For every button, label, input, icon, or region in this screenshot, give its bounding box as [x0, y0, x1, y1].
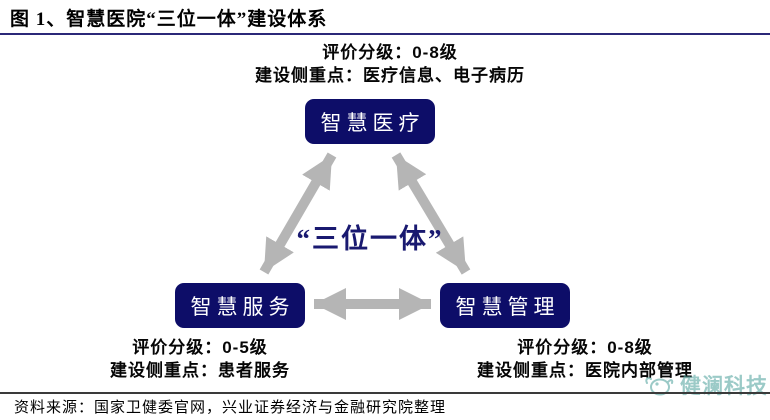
node-label: 智慧管理 [455, 294, 560, 319]
note-smart-medical: 评价分级：0-8级 建设侧重点：医疗信息、电子病历 [95, 41, 685, 87]
watermark-text: 健澜科技 [680, 375, 768, 398]
node-label: 智慧医疗 [320, 110, 425, 135]
bottom-divider [0, 392, 770, 394]
watermark: 健澜科技 [644, 370, 768, 400]
note-smart-service: 评价分级：0-5级 建设侧重点：患者服务 [22, 336, 378, 382]
jianlan-logo-icon [645, 377, 674, 396]
center-label: “三位一体” [296, 224, 444, 254]
node-smart-management: 智慧管理 [440, 283, 570, 328]
note-grade: 评价分级：0-8级 [517, 338, 653, 357]
node-smart-medical: 智慧医疗 [305, 99, 435, 144]
note-focus: 建设侧重点：患者服务 [110, 361, 290, 380]
title-divider [0, 33, 770, 35]
node-label: 智慧服务 [190, 294, 295, 319]
note-focus: 建设侧重点：医院内部管理 [477, 361, 693, 380]
source-note: 资料来源：国家卫健委官网，兴业证券经济与金融研究院整理 [14, 400, 447, 416]
node-smart-service: 智慧服务 [175, 283, 305, 328]
note-smart-management: 评价分级：0-8级 建设侧重点：医院内部管理 [402, 336, 768, 382]
note-grade: 评价分级：0-8级 [322, 43, 458, 62]
note-grade: 评价分级：0-5级 [132, 338, 268, 357]
note-focus: 建设侧重点：医疗信息、电子病历 [255, 66, 525, 85]
figure-title: 图 1、智慧医院“三位一体”建设体系 [10, 9, 328, 30]
